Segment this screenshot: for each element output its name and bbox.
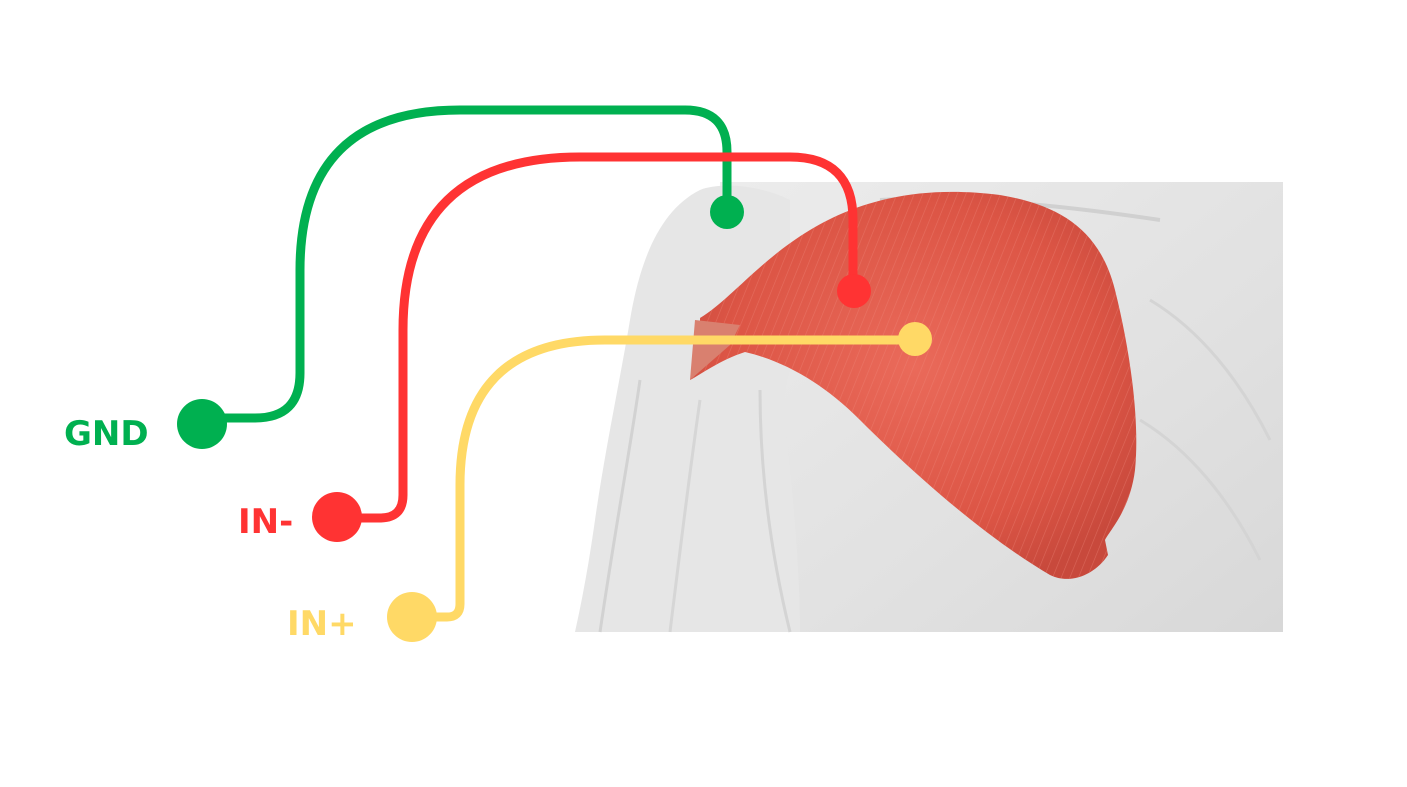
rib-contour bbox=[1139, 418, 1262, 561]
gnd-wire bbox=[197, 105, 732, 423]
arm-contour bbox=[598, 379, 642, 633]
in-minus-terminal-dot bbox=[312, 492, 362, 542]
in-plus-lead: IN+ bbox=[287, 322, 932, 644]
in-minus-lead: IN- bbox=[238, 152, 871, 542]
in-plus-wire bbox=[407, 335, 920, 622]
gnd-lead: GND bbox=[64, 105, 744, 454]
in-plus-terminal-dot bbox=[387, 592, 437, 642]
gnd-electrode-dot bbox=[710, 195, 744, 229]
arm-contour bbox=[668, 399, 702, 633]
in-minus-label: IN- bbox=[238, 502, 293, 542]
in-minus-electrode-dot bbox=[837, 274, 871, 308]
deltoid-tendon bbox=[690, 320, 740, 380]
deltoid-fiber-texture bbox=[690, 191, 1137, 579]
gnd-terminal-dot bbox=[177, 399, 227, 449]
in-plus-electrode-dot bbox=[898, 322, 932, 356]
shoulder-arm-silhouette bbox=[575, 185, 800, 632]
in-plus-label: IN+ bbox=[287, 604, 357, 644]
arm-contour bbox=[758, 389, 792, 633]
anatomy-image bbox=[575, 182, 1283, 633]
in-minus-wire bbox=[332, 152, 858, 523]
gnd-label: GND bbox=[64, 414, 149, 454]
rib-contour bbox=[1149, 298, 1272, 441]
